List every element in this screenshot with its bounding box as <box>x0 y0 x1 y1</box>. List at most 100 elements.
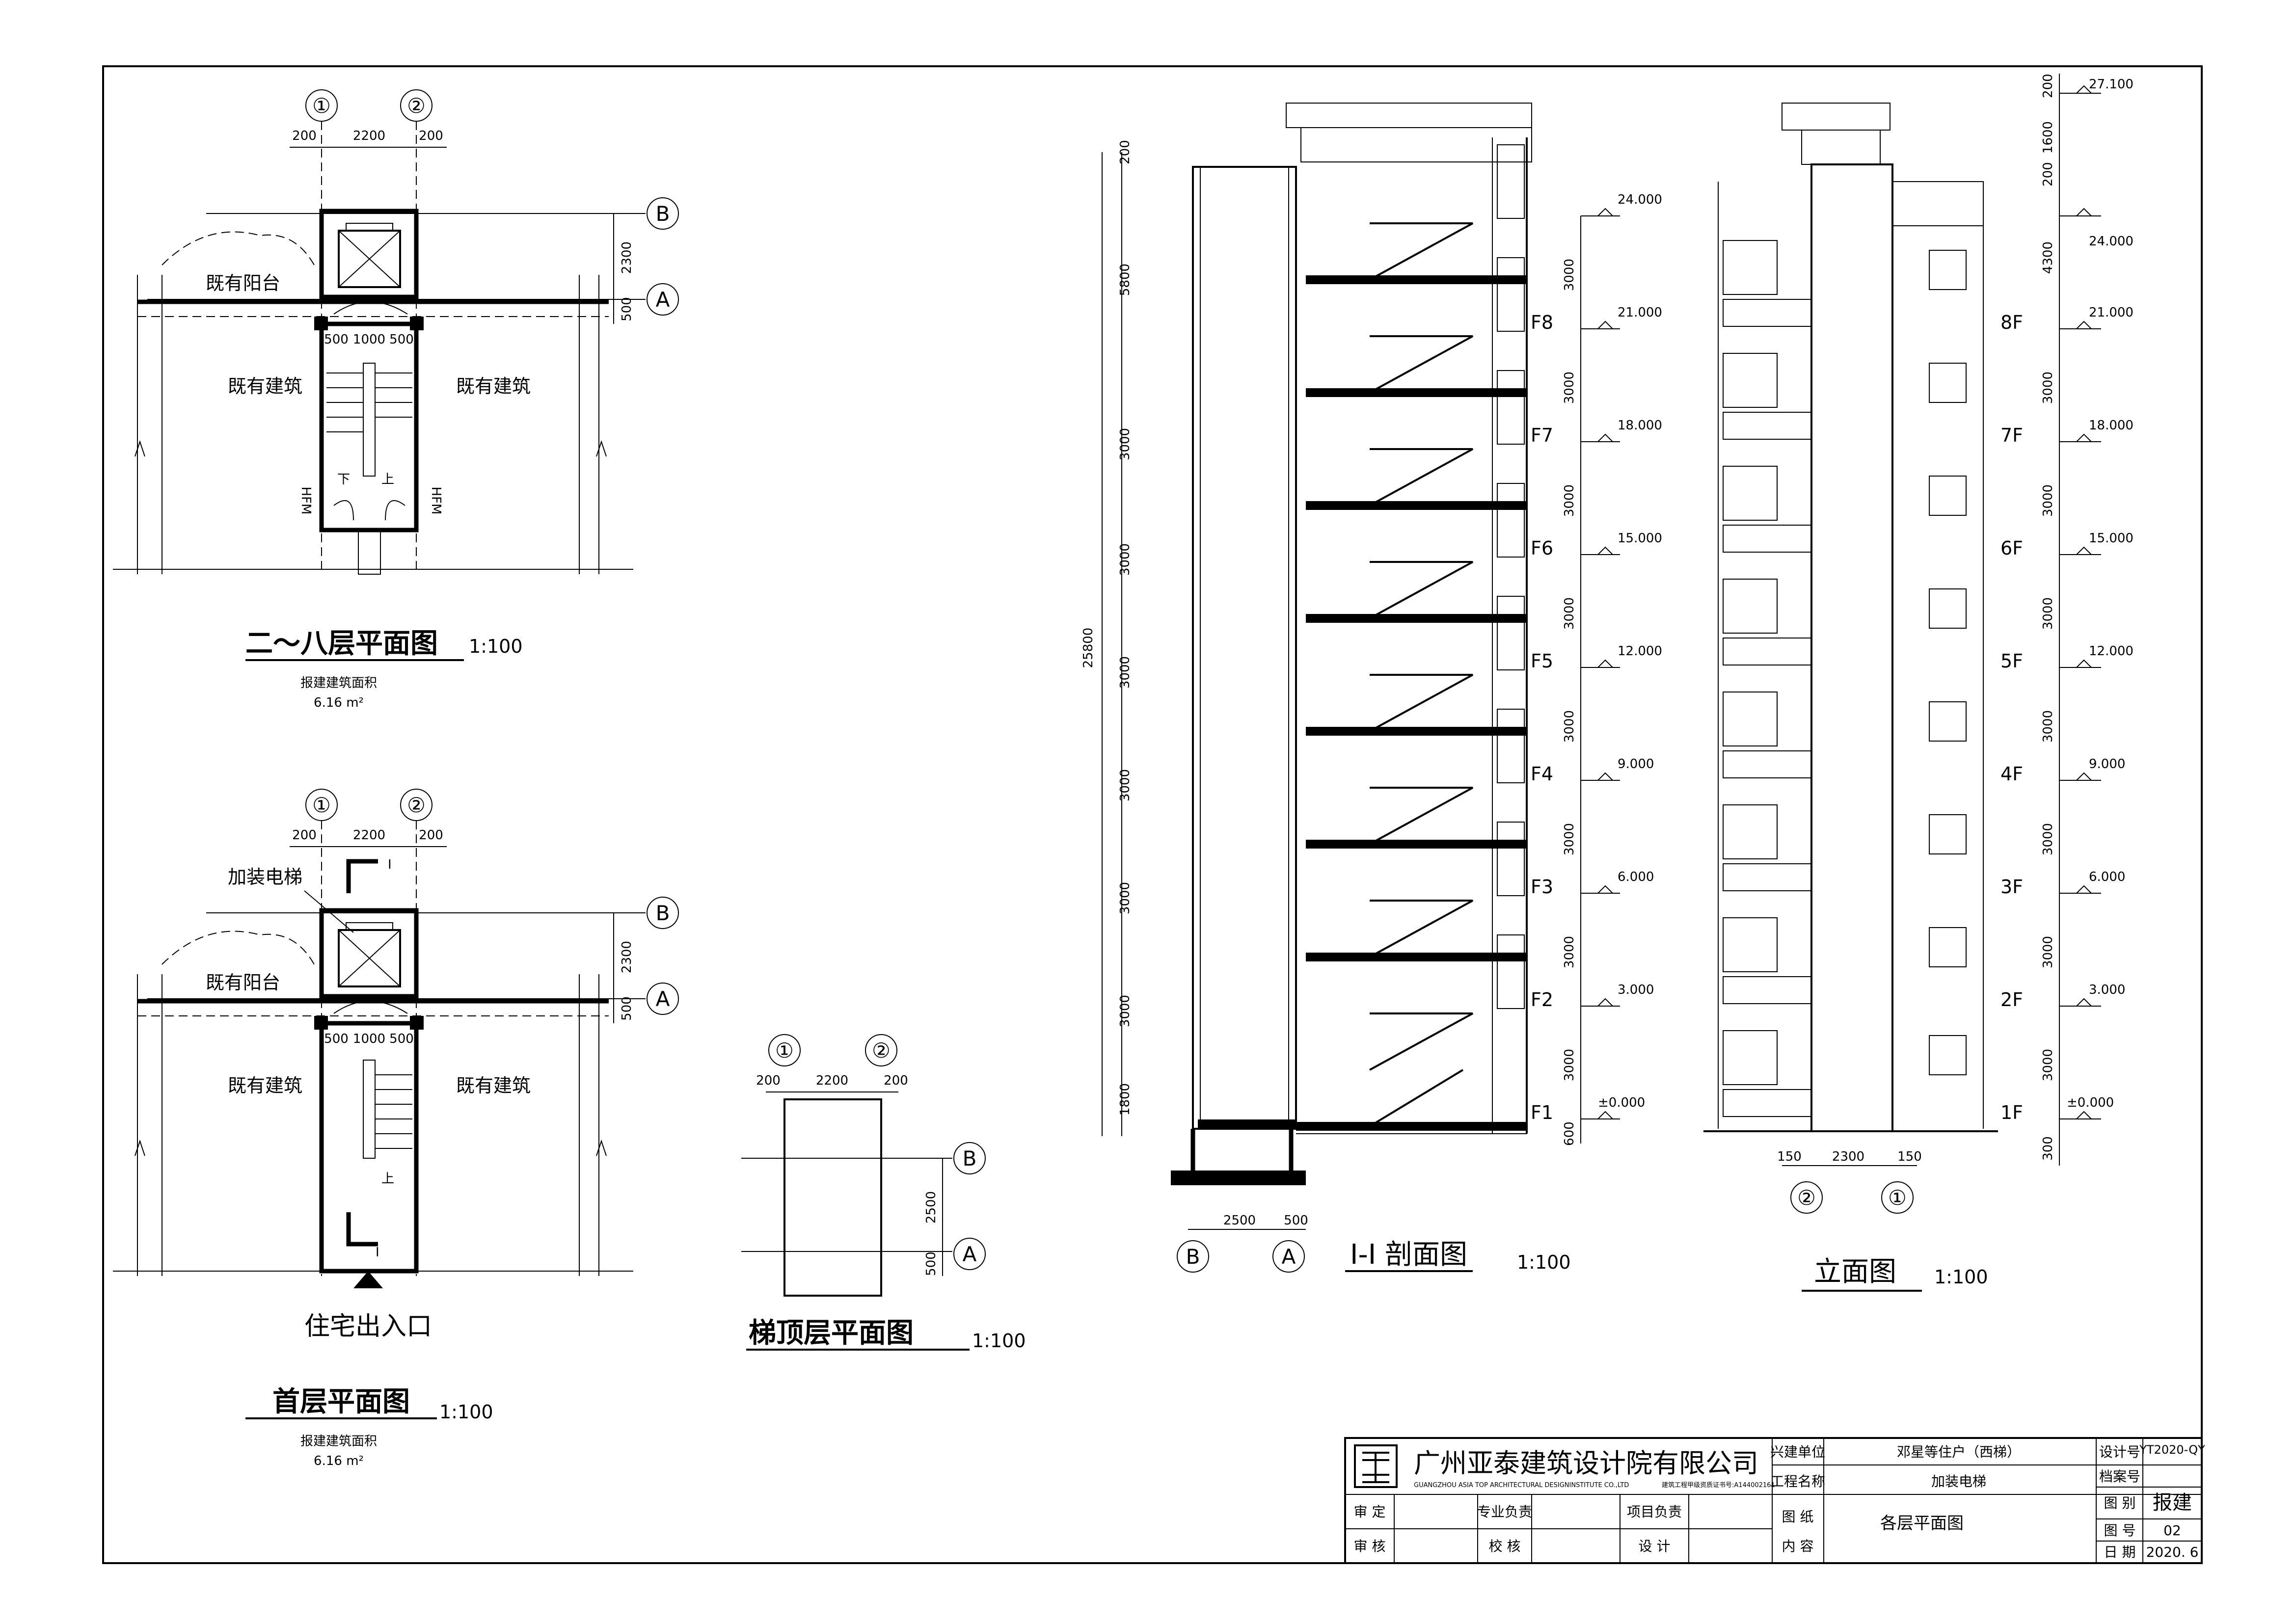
section-floor-f2: F2 <box>1531 989 1553 1011</box>
section-rdim-7: 3000 <box>1562 1049 1577 1081</box>
company-cert: 建筑工程甲级资质证书号:A144002161 <box>1662 1481 1775 1489</box>
tb-sign-approve: 审 定 <box>1354 1504 1386 1520</box>
company-name-cn: 广州亚泰建筑设计院有限公司 <box>1414 1448 1758 1479</box>
elev-level-27: 27.100 <box>2089 77 2134 92</box>
axis-bubble-a <box>647 283 679 316</box>
elev-rdim-1: 1600 <box>2041 121 2055 154</box>
upper-area-value: 6.16 m² <box>314 695 364 710</box>
section-axis-b: B <box>1186 1245 1200 1269</box>
section-rdim-2: 3000 <box>1562 484 1577 517</box>
room-right-label: 既有建筑 <box>456 375 531 397</box>
section-title: I-I 剖面图 <box>1350 1239 1467 1271</box>
upper-plan-title: 二～八层平面图 <box>245 628 438 660</box>
section-level-markers <box>1581 208 1620 1119</box>
section-axis-bubble-a <box>1272 1240 1305 1273</box>
tb-content-label-2: 内 容 <box>1782 1538 1814 1554</box>
elevator-shaft <box>319 209 419 299</box>
elevator-label: 加装电梯 <box>228 866 302 888</box>
roof-plan: ① ② 200 2200 200 B A 2500 500 梯顶层平面图 1:1… <box>741 1034 1026 1352</box>
section-level-3: 3.000 <box>1618 983 1654 997</box>
dim-right-2300: 2300 <box>620 941 634 973</box>
axis-bubble-b <box>647 897 679 929</box>
dim-right-2300: 2300 <box>620 241 634 274</box>
dim-mid-right: 500 <box>389 332 414 347</box>
tb-sheet-label: 图 号 <box>2104 1522 2136 1539</box>
section-rdim-4: 3000 <box>1562 710 1577 743</box>
elev-floor-2f: 2F <box>2000 989 2023 1011</box>
elevation-windows <box>1723 240 1967 1117</box>
section-bdim-2500: 2500 <box>1223 1213 1256 1228</box>
tb-sign-check: 校 核 <box>1489 1538 1521 1554</box>
axis-label-1: ① <box>775 1038 794 1063</box>
room-right-label: 既有建筑 <box>456 1075 531 1096</box>
axis-label-a: A <box>963 1242 977 1266</box>
elev-rdim-3: 4300 <box>2041 241 2055 274</box>
dim-top-right: 200 <box>419 129 443 143</box>
ground-area-label: 报建建筑面积 <box>300 1434 377 1449</box>
stair-down-label: 下 <box>337 472 350 487</box>
section-rdim-6: 3000 <box>1562 936 1577 968</box>
tb-client-label: 兴建单位 <box>1770 1444 1825 1460</box>
elevation-shaft <box>1810 163 1893 1132</box>
elev-floor-1f: 1F <box>2000 1102 2023 1123</box>
dim-top-mid: 2200 <box>816 1073 848 1088</box>
dim-top-left: 200 <box>756 1073 781 1088</box>
elev-axis-bubble-1 <box>1881 1181 1914 1214</box>
elev-rdim-8: 3000 <box>2041 823 2055 855</box>
elev-rdim-7: 3000 <box>2041 710 2055 743</box>
stair-core <box>319 321 419 532</box>
dim-top-left: 200 <box>292 129 317 143</box>
company-logo-icon <box>1354 1444 1398 1488</box>
elev-floor-6f: 6F <box>2000 537 2023 559</box>
ground-area-value: 6.16 m² <box>314 1454 364 1468</box>
elev-level-24: 24.000 <box>2089 234 2134 249</box>
section-scale: 1:100 <box>1517 1251 1571 1273</box>
section-bdim-500: 500 <box>1284 1213 1308 1228</box>
elev-axis-1: ① <box>1888 1186 1907 1210</box>
tb-date-label: 日 期 <box>2104 1544 2136 1560</box>
dim-top-right: 200 <box>884 1073 908 1088</box>
section-dim-l3: 3000 <box>1118 656 1133 689</box>
elev-floor-5f: 5F <box>2000 650 2023 672</box>
section-dim-l1: 3000 <box>1118 428 1133 460</box>
section-level-18: 18.000 <box>1618 418 1662 433</box>
stair-core <box>319 1021 419 1274</box>
axis-bubble-a <box>953 1238 986 1270</box>
section-floor-f7: F7 <box>1531 425 1553 446</box>
balcony-label: 既有阳台 <box>206 972 280 993</box>
upper-area-label: 报建建筑面积 <box>300 676 377 691</box>
elev-rdim-9: 3000 <box>2041 936 2055 968</box>
section-floor-f5: F5 <box>1531 650 1553 672</box>
elev-floor-3f: 3F <box>2000 876 2023 898</box>
axis-label-2: ② <box>407 94 426 118</box>
tb-sign-project: 项目负责 <box>1627 1504 1682 1520</box>
dim-right-500: 500 <box>620 297 634 321</box>
axis-label-a: A <box>656 288 670 312</box>
section-axis-bubble-b <box>1177 1240 1209 1273</box>
elevation-scale: 1:100 <box>1934 1266 1988 1288</box>
elev-rdim-10: 3000 <box>2041 1049 2055 1081</box>
axis-bubble-b <box>647 197 679 230</box>
entrance-arrow <box>353 1271 383 1288</box>
section-mark-top: I <box>388 857 392 872</box>
pit-foundation <box>1171 1171 1306 1185</box>
dim-right-500: 500 <box>620 996 634 1021</box>
tb-client-value: 邓星等住户（西梯） <box>1897 1444 2021 1460</box>
section-axis-a: A <box>1282 1245 1296 1269</box>
section-dim-200: 200 <box>1118 140 1133 164</box>
stair-up-label: 上 <box>381 1171 394 1186</box>
section-rdim-1: 3000 <box>1562 372 1577 404</box>
dim-top-mid: 2200 <box>353 828 385 843</box>
balcony-arc <box>162 231 315 266</box>
ground-floor-plan: ① ② 200 2200 200 加装电梯 I B A 2300 500 既有阳… <box>113 789 679 1468</box>
dim-mid-left: 500 <box>324 1032 349 1046</box>
dim-right-2500: 2500 <box>924 1191 939 1224</box>
section-level-9: 9.000 <box>1618 757 1654 772</box>
elevation-title: 立面图 <box>1814 1256 1896 1288</box>
tb-project-label: 工程名称 <box>1770 1473 1825 1490</box>
section-dim-l5: 3000 <box>1118 882 1133 914</box>
company-name-en: GUANGZHOU ASIA TOP ARCHITECTURAL DESIGNI… <box>1414 1482 1629 1489</box>
dim-top-right: 200 <box>419 828 443 843</box>
elev-floor-8f: 8F <box>2000 312 2023 333</box>
